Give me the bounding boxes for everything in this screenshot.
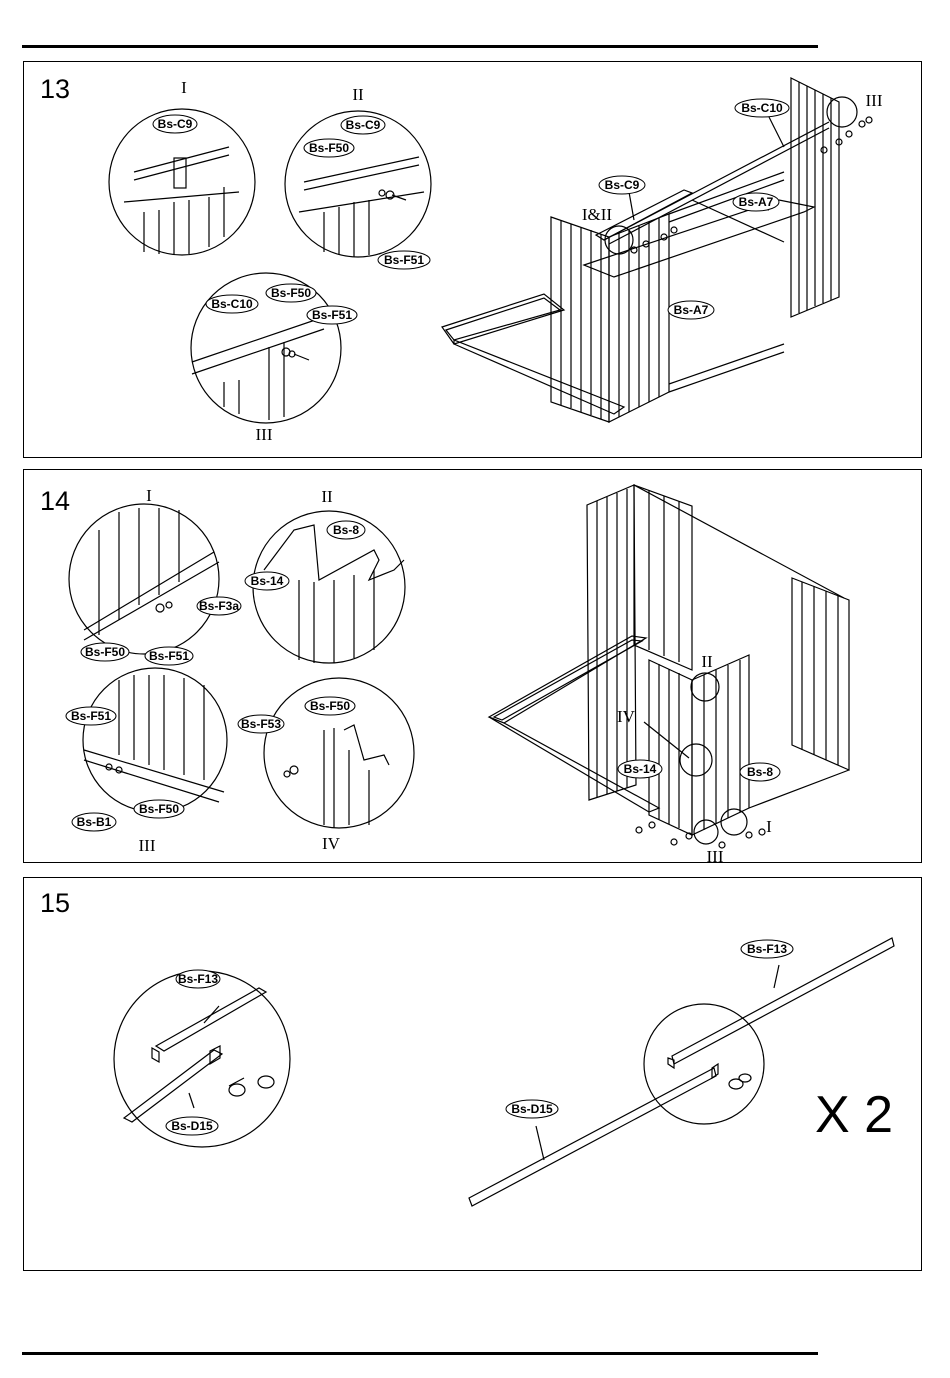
detail-roman: IV (322, 834, 341, 853)
part-label: Bs-D15 (511, 1102, 553, 1116)
part-label: Bs-F50 (85, 645, 125, 659)
part-label: Bs-F51 (71, 709, 111, 723)
part-label: Bs-B1 (77, 815, 112, 829)
part-label: Bs-A7 (739, 195, 774, 209)
callout-roman: I&II (582, 205, 613, 224)
quantity-multiplier: X 2 (815, 1086, 893, 1144)
step-13-illustration: Bs-C9 Bs-C9 Bs-F50 Bs-F51 Bs-C10 Bs-F50 … (24, 62, 921, 457)
top-rule (22, 45, 818, 48)
part-label: Bs-14 (624, 762, 657, 776)
part-label: Bs-F50 (139, 802, 179, 816)
part-label: Bs-F50 (309, 141, 349, 155)
detail-roman: III (139, 836, 156, 855)
left-panel (551, 217, 609, 422)
callout-roman: III (866, 91, 883, 110)
part-label: Bs-F3a (199, 599, 239, 613)
join-circle (644, 1004, 764, 1124)
part-label: Bs-C9 (346, 118, 381, 132)
part-label: Bs-F50 (271, 286, 311, 300)
part-label: Bs-C10 (211, 297, 253, 311)
detail-I-circle (69, 504, 219, 654)
callout-roman: II (701, 652, 713, 671)
part-label: Bs-14 (251, 574, 284, 588)
detail-roman: I (181, 78, 187, 97)
part-label: Bs-D15 (171, 1119, 213, 1133)
part-label: Bs-F53 (241, 717, 281, 731)
detail-roman: III (256, 425, 273, 444)
detail-III-circle (191, 273, 341, 423)
step-13-panel: 13 (23, 61, 922, 458)
part-label: Bs-C10 (741, 101, 783, 115)
part-label: Bs-8 (333, 523, 359, 537)
part-label: Bs-C9 (605, 178, 640, 192)
callout-roman: I (766, 817, 772, 836)
part-label: Bs-F51 (312, 308, 352, 322)
part-label: Bs-A7 (674, 303, 709, 317)
part-label: Bs-F50 (310, 699, 350, 713)
part-label: Bs-F51 (384, 253, 424, 267)
part-label: Bs-F13 (747, 942, 787, 956)
step-14-panel: 14 (23, 469, 922, 863)
part-label: Bs-F51 (149, 649, 189, 663)
detail-roman: II (352, 85, 364, 104)
bottom-rule (22, 1352, 818, 1355)
step-14-illustration: Bs-F3a Bs-F50 Bs-F51 Bs-8 Bs-14 Bs-F51 B… (24, 470, 921, 862)
part-label: Bs-F13 (178, 972, 218, 986)
part-label: Bs-8 (747, 765, 773, 779)
step-15-illustration: Bs-F13 Bs-D15 Bs-F13 Bs-D15 X 2 (24, 878, 921, 1270)
callout-roman: III (707, 847, 724, 862)
detail-roman: II (321, 487, 333, 506)
detail-III-circle (83, 668, 227, 812)
part-label: Bs-C9 (158, 117, 193, 131)
step-15-panel: 15 Bs (23, 877, 922, 1271)
detail-roman: I (146, 486, 152, 505)
callout-roman: IV (617, 707, 636, 726)
